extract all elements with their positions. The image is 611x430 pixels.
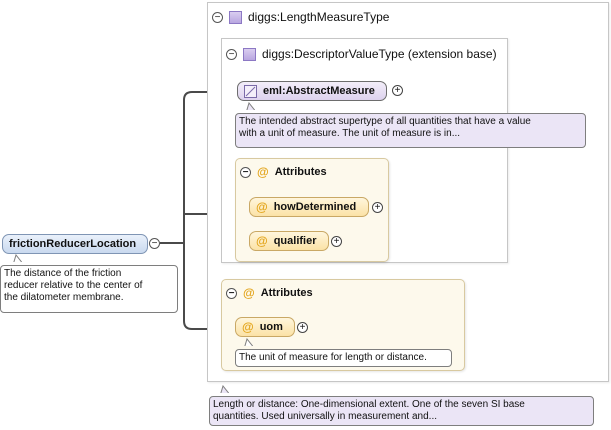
attribute-qualifier[interactable]: @ qualifier — [249, 231, 329, 251]
annotation-line: reducer relative to the center of — [4, 280, 143, 291]
annotation-tail — [246, 102, 255, 110]
annotation-tail — [13, 254, 22, 262]
annotation-line: The unit of measure for length or distan… — [239, 352, 427, 363]
abstract-measure-label: eml:AbstractMeasure — [263, 85, 375, 97]
expand-uom-icon[interactable]: + — [297, 322, 308, 333]
length-measure-type-annotation: Length or distance: One-dimensional exte… — [209, 396, 594, 426]
annotation-tail — [244, 338, 253, 346]
attribute-how-determined[interactable]: @ howDetermined — [249, 197, 369, 217]
attribute-uom[interactable]: @ uom — [235, 317, 295, 337]
outer-attributes-title: Attributes — [260, 287, 313, 299]
attribute-at-icon: @ — [242, 320, 254, 334]
collapse-root-toggle-icon[interactable]: − — [149, 238, 160, 249]
collapse-toggle-icon[interactable]: − — [212, 11, 223, 23]
friction-reducer-location-node[interactable]: frictionReducerLocation — [2, 234, 148, 254]
attribute-label: uom — [259, 321, 283, 333]
attribute-at-icon: @ — [256, 234, 268, 248]
abstract-measure-annotation: The intended abstract supertype of all q… — [235, 113, 586, 148]
root-annotation: The distance of the friction reducer rel… — [0, 265, 178, 313]
inner-attributes-title: Attributes — [274, 166, 327, 178]
collapse-toggle-icon[interactable]: − — [240, 166, 251, 178]
collapse-toggle-icon[interactable]: − — [226, 287, 237, 299]
length-measure-type-header: − diggs:LengthMeasureType — [208, 3, 608, 31]
annotation-line: the dilatometer membrane. — [4, 292, 124, 303]
collapse-toggle-icon[interactable]: − — [226, 48, 237, 60]
annotation-line: quantities. Used universally in measurem… — [213, 411, 438, 422]
abstract-measure-node[interactable]: eml:AbstractMeasure — [237, 81, 387, 101]
annotation-tail — [220, 385, 229, 393]
complex-type-icon — [243, 47, 256, 61]
annotation-line: The intended abstract supertype of all q… — [239, 116, 531, 127]
length-measure-type-label: diggs:LengthMeasureType — [248, 10, 390, 24]
abstract-element-icon — [244, 84, 257, 98]
expand-how-determined-icon[interactable]: + — [372, 202, 383, 213]
attribute-label: qualifier — [273, 235, 317, 247]
complex-type-icon — [229, 10, 242, 24]
annotation-line: with a unit of measure. The unit of meas… — [239, 128, 461, 139]
attribute-label: howDetermined — [273, 201, 357, 213]
descriptor-value-type-header: − diggs:DescriptorValueType (extension b… — [222, 39, 507, 69]
attribute-at-icon: @ — [243, 286, 255, 300]
outer-attributes-header: − @ Attributes — [226, 286, 313, 300]
expand-qualifier-icon[interactable]: + — [331, 236, 342, 247]
root-element-label: frictionReducerLocation — [9, 238, 137, 250]
uom-annotation: The unit of measure for length or distan… — [235, 349, 452, 367]
descriptor-value-type-label: diggs:DescriptorValueType (extension bas… — [262, 47, 497, 61]
annotation-line: Length or distance: One-dimensional exte… — [213, 399, 525, 410]
annotation-line: The distance of the friction — [4, 268, 122, 279]
attribute-at-icon: @ — [256, 200, 268, 214]
inner-attributes-header: − @ Attributes — [240, 165, 327, 179]
expand-abstract-measure-icon[interactable]: + — [392, 85, 403, 96]
attribute-at-icon: @ — [257, 165, 269, 179]
